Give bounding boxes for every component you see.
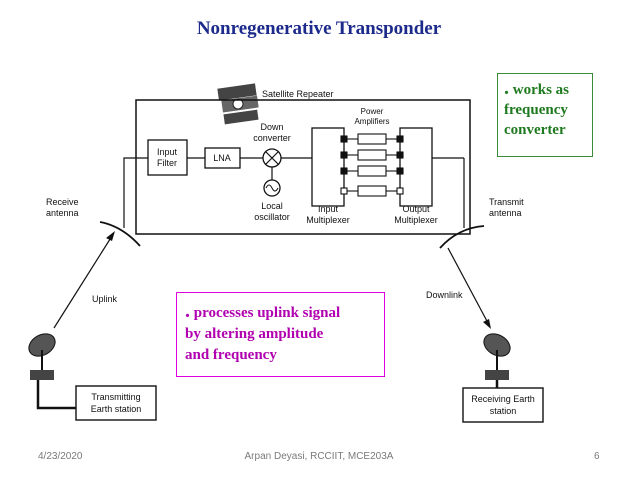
lna-label: LNA (213, 153, 231, 163)
uplink-label: Uplink (92, 294, 118, 304)
output-multiplexer-box (399, 127, 433, 207)
receiving-station-label-1: Receiving Earth (471, 394, 535, 404)
receiving-dish-icon (483, 333, 511, 388)
power-amplifiers-label-2: Amplifiers (354, 117, 389, 126)
downlink-arrow (447, 247, 491, 329)
transmit-antenna-dish (439, 225, 485, 249)
note-right-line-3: converter (504, 122, 566, 138)
power-amplifier-bank (340, 133, 404, 197)
receive-antenna-dish (99, 221, 141, 247)
footer-author: Arpan Deyasi, RCCIIT, MCE203A (244, 451, 394, 462)
slide-title: Nonregenerative Transponder (196, 18, 442, 39)
frequency-converter-note: . works as frequency converter (497, 73, 593, 157)
note-right-bullet: . (504, 77, 509, 99)
output-multiplexer-label-1: Output (402, 204, 430, 214)
input-multiplexer-label-2: Multiplexer (306, 215, 350, 225)
local-oscillator-label-2: oscillator (254, 212, 290, 222)
note-right-line-1: works as (512, 82, 570, 98)
input-filter-label-1: Input (157, 147, 178, 157)
receive-antenna-label-1: Receive (46, 197, 79, 207)
receiving-station-box (462, 387, 544, 423)
note-center-line-2: by altering amplitude (185, 326, 324, 342)
mixer-symbol (262, 148, 282, 168)
transmit-antenna-label-2: antenna (489, 208, 522, 218)
uplink-processing-note: . processes uplink signal by altering am… (176, 292, 385, 377)
footer-page-number: 6 (594, 451, 600, 462)
down-converter-label-2: converter (253, 133, 291, 143)
transmitting-dish-icon (28, 333, 76, 410)
receive-antenna-label-2: antenna (46, 208, 79, 218)
uplink-arrow (53, 231, 115, 329)
note-center-bullet: . (185, 300, 190, 322)
down-converter-label-1: Down (260, 122, 283, 132)
note-center-line-1: processes uplink signal (193, 305, 341, 321)
footer-date: 4/23/2020 (38, 451, 83, 462)
note-right-line-2: frequency (504, 102, 568, 118)
input-filter-label-2: Filter (157, 158, 177, 168)
local-oscillator-label-1: Local (261, 201, 283, 211)
lna-box (204, 147, 241, 169)
input-multiplexer-label-1: Input (318, 204, 339, 214)
repeater-enclosure (135, 99, 471, 235)
signal-path (123, 157, 465, 228)
output-multiplexer-label-2: Multiplexer (394, 215, 438, 225)
satellite-repeater-label: Satellite Repeater (262, 89, 334, 99)
local-oscillator-symbol (263, 179, 281, 197)
note-center-line-3: and frequency (185, 347, 277, 363)
transmitting-station-label-1: Transmitting (91, 392, 140, 402)
transmitting-station-label-2: Earth station (91, 404, 142, 414)
transmit-antenna-label-1: Transmit (489, 197, 524, 207)
receiving-station-label-2: station (490, 406, 517, 416)
input-multiplexer-box (311, 127, 345, 207)
power-amplifiers-label-1: Power (361, 107, 384, 116)
downlink-label: Downlink (426, 290, 463, 300)
transmitting-station-box (75, 385, 157, 421)
input-filter-box (147, 139, 188, 176)
satellite-icon (217, 83, 259, 125)
